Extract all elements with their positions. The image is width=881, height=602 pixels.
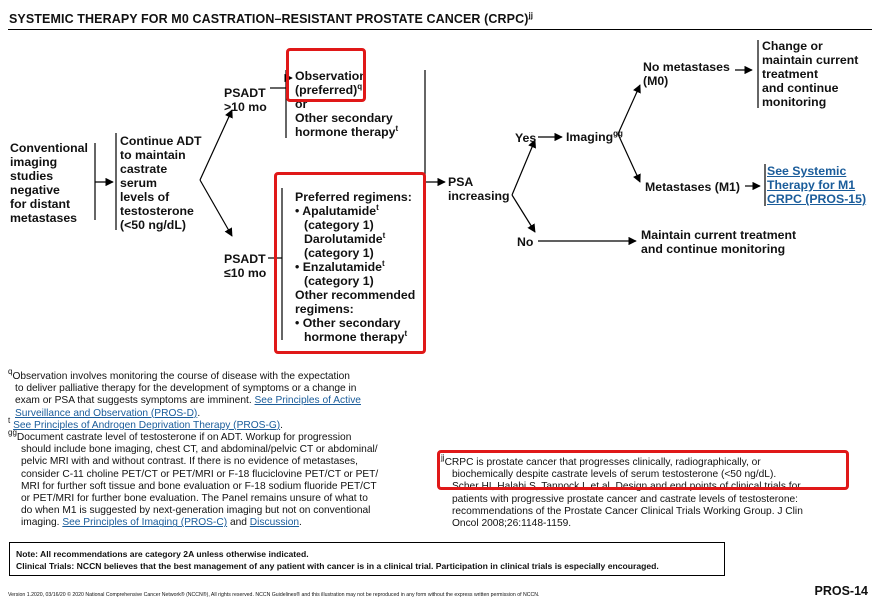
footnote-t: t See Principles of Androgen Deprivation… [8,416,283,432]
page-title: SYSTEMIC THERAPY FOR M0 CASTRATION–RESIS… [9,11,534,27]
title-divider [8,29,872,30]
observation-highlight [286,48,366,102]
discussion-link[interactable]: Discussion [249,517,300,529]
imaging-node: Imaginggg [566,129,623,145]
footnote-q: qObservation involves monitoring the cou… [8,367,361,419]
adt-principles-link[interactable]: See Principles of Androgen Deprivation T… [13,420,281,431]
psadt-high-node: PSADT>10 mo [224,86,267,114]
category-note: Note: All recommendations are category 2… [16,549,309,559]
psadt-low-node: PSADT≤10 mo [224,252,267,280]
preferred-regimens-node: Preferred regimens: • Apalutamidet (cate… [295,190,416,344]
imaging-principles-link[interactable]: See Principles of Imaging (PROS-C) [62,517,228,529]
no-metastases-node: No metastases(M0) [643,60,730,88]
clinical-trials-note: Clinical Trials: NCCN believes that the … [16,561,659,571]
no-label: No [517,235,534,249]
metastases-node: Metastases (M1) [645,180,740,194]
active-surveillance-link[interactable]: See Principles of Active [254,395,361,407]
yes-label: Yes [515,131,537,145]
crpc-definition-highlight [437,450,849,490]
footnote-jj: jjCRPC is prostate cancer that progresse… [441,453,803,530]
page-id: PROS-14 [814,584,869,598]
note-box: Note: All recommendations are category 2… [9,542,725,576]
copyright-footer: Version 1.2020, 03/16/20 © 2020 National… [8,592,540,598]
active-surveillance-link-cont[interactable]: Surveillance and Observation (PROS-D) [15,407,198,419]
footnote-gg: ggDocument castrate level of testosteron… [8,428,379,529]
preferred-regimens-highlight [274,172,426,354]
